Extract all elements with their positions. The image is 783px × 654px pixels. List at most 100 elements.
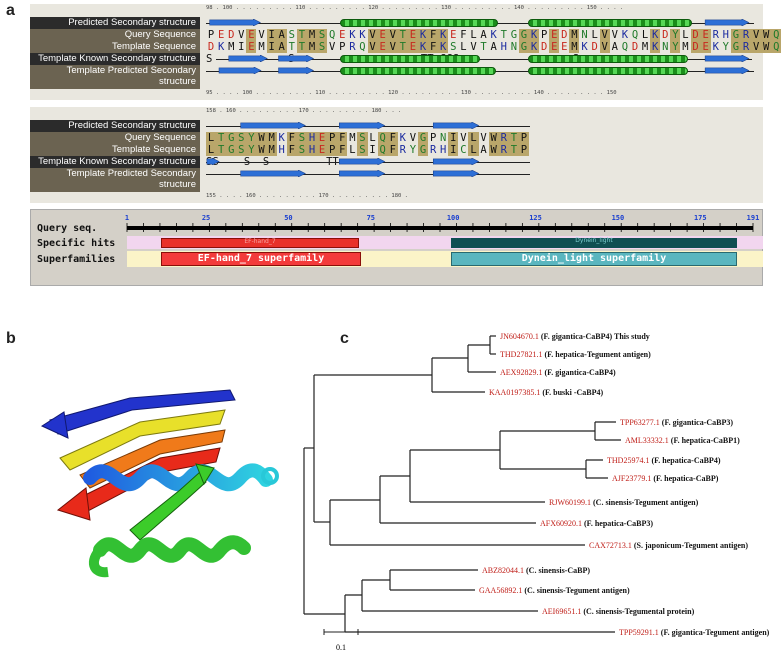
residue: L <box>591 29 598 41</box>
leaf-accession: THD25974.1 <box>607 456 649 465</box>
residue: L <box>468 132 479 144</box>
residue: Y <box>670 29 681 41</box>
ruler-tick-label: 25 <box>202 214 210 222</box>
tree-leaf-label: JN604670.1 (F. gigantica-CaBP4) This stu… <box>500 332 650 341</box>
residue: A <box>490 41 497 53</box>
residue: D <box>228 29 235 41</box>
strand-arrow <box>338 158 386 165</box>
residue: K <box>417 41 429 53</box>
residue: N <box>510 41 518 53</box>
residue: K <box>359 29 366 41</box>
residue: Y <box>246 132 257 144</box>
ruler-bottom: 155 . . . . 160 . . . . . . . . . 170 . … <box>206 193 408 199</box>
residue: T <box>397 41 408 53</box>
residue: S <box>450 41 457 53</box>
ruler-tick-label: 191 <box>747 214 760 222</box>
leaf-accession: TPP63277.1 <box>620 418 660 427</box>
residue: H <box>306 144 318 156</box>
residue: S <box>296 144 307 156</box>
residue: M <box>682 41 689 53</box>
residue: T <box>296 41 307 53</box>
residue: T <box>508 132 519 144</box>
residue: Q <box>621 41 629 53</box>
residue: W <box>761 41 772 53</box>
residue: M <box>306 29 318 41</box>
leaf-accession: CAX72713.1 <box>589 541 632 550</box>
residue: M <box>641 41 649 53</box>
residue: I <box>448 144 459 156</box>
label-template-predicted-ss: Template Predicted Secondary structure <box>30 65 200 89</box>
residue: N <box>440 132 447 144</box>
residue: T <box>216 132 227 144</box>
residue: M <box>266 144 277 156</box>
residue: Y <box>722 41 729 53</box>
ruler-top: 158 . 160 . . . . . . . . . 170 . . . . … <box>206 108 402 114</box>
strand-arrow <box>278 55 315 62</box>
residue: F <box>337 144 348 156</box>
residue: F <box>387 132 398 144</box>
ruler-tick-label: 150 <box>612 214 625 222</box>
leaf-description: (S. japonicum-Tegument antigen) <box>632 541 748 550</box>
residue: K <box>399 132 406 144</box>
residue: C <box>460 144 467 156</box>
leaf-accession: JN604670.1 <box>500 332 539 341</box>
residue: A <box>480 29 487 41</box>
residue: W <box>488 144 499 156</box>
residue: W <box>761 29 772 41</box>
ruler-tick-label: 75 <box>367 214 375 222</box>
leaf-description: (F. gigantica-CaBP4) <box>542 368 616 377</box>
leaf-description: (F. gigantica-CaBP4) This study <box>539 332 650 341</box>
residue: K <box>217 41 225 53</box>
residue: L <box>206 144 217 156</box>
residue: S <box>317 29 328 41</box>
protein-structure-illustration <box>40 389 279 578</box>
residue: V <box>387 29 398 41</box>
residue: T <box>288 41 295 53</box>
residue: F <box>337 132 348 144</box>
residue: M <box>569 41 580 53</box>
ruler-top: 98 . 100 . . . . . . . . . 110 . . . . .… <box>206 5 624 11</box>
residue: E <box>317 132 328 144</box>
residue: A <box>276 41 287 53</box>
residue: Q <box>359 41 366 53</box>
residue: R <box>349 41 356 53</box>
residue: K <box>529 29 540 41</box>
residue: G <box>417 144 429 156</box>
residue: F <box>428 41 439 53</box>
residue: V <box>387 41 398 53</box>
alignment-block-2: 158 . 160 . . . . . . . . . 170 . . . . … <box>30 107 763 203</box>
strand-arrow <box>240 170 306 177</box>
residue: V <box>329 41 336 53</box>
leaf-accession: TPP59291.1 <box>619 628 659 637</box>
residue: L <box>470 29 477 41</box>
residue: D <box>690 29 701 41</box>
residue: I <box>266 41 277 53</box>
residue: G <box>730 29 741 41</box>
residue: V <box>409 132 417 144</box>
residue: S <box>236 144 247 156</box>
label-query-sequence: Query Sequence <box>30 29 200 41</box>
residue: G <box>518 29 529 41</box>
residue: T <box>480 41 487 53</box>
residue: R <box>429 144 437 156</box>
residue: R <box>712 29 719 41</box>
scale-bar-label: 0.1 <box>336 643 346 652</box>
residue: L <box>349 144 356 156</box>
cd-label-query: Query seq. <box>37 223 98 234</box>
residue: V <box>367 41 378 53</box>
phylogenetic-tree: JN604670.1 (F. gigantica-CaBP4) This stu… <box>303 332 770 652</box>
residue: P <box>429 132 437 144</box>
residue: K <box>349 29 356 41</box>
tree-leaf-label: AJF23779.1 (F. hepatica-CaBP) <box>612 474 719 483</box>
tree-leaf-label: AEX92829.1 (F. gigantica-CaBP4) <box>500 368 616 377</box>
residue: G <box>518 41 529 53</box>
leaf-description: (C. sinensis-Tegument antigen) <box>522 586 630 595</box>
residue: V <box>238 29 245 41</box>
tree-leaf-label: THD25974.1 (F. hepatica-CaBP4) <box>607 456 721 465</box>
residue: S <box>317 41 328 53</box>
strand-arrow <box>206 158 220 165</box>
residue: P <box>339 41 346 53</box>
residue: D <box>631 41 639 53</box>
